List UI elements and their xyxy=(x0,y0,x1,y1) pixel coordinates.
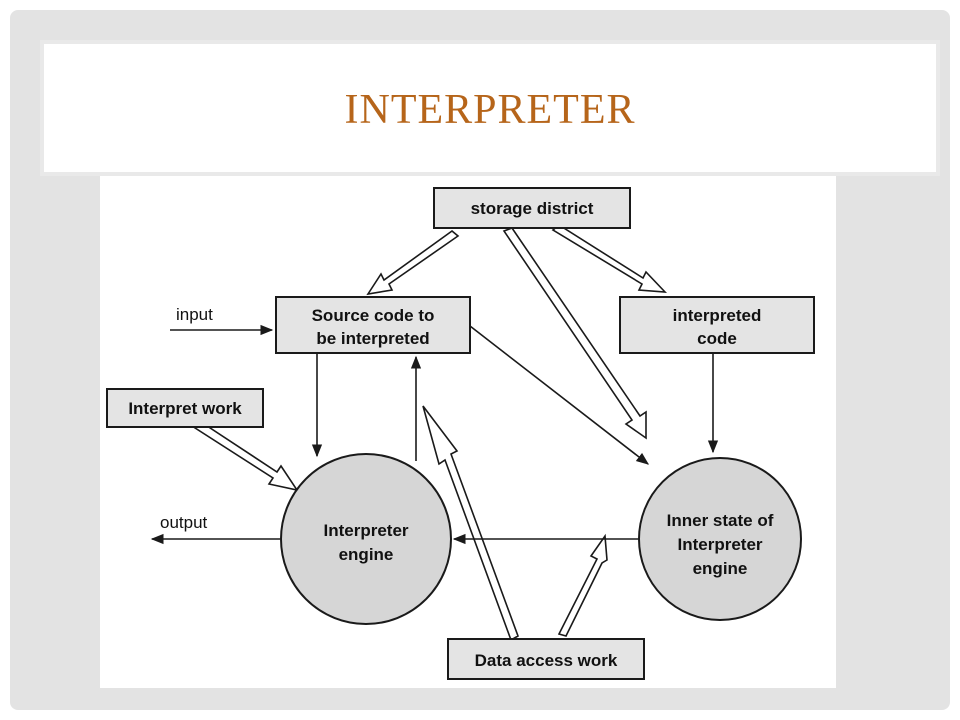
arrow-data-access-to-link xyxy=(557,533,608,637)
interpreted-code-label-line1: interpreted xyxy=(673,306,762,325)
slide-title: INTERPRETER xyxy=(344,87,636,133)
data-access-work-label: Data access work xyxy=(475,651,618,670)
output-label: output xyxy=(160,513,208,532)
node-source-code: Source code to be interpreted xyxy=(275,296,471,354)
inner-state-label-line3: engine xyxy=(693,559,748,578)
arrow-storage-to-source xyxy=(366,229,460,296)
arrow-data-access-to-source xyxy=(422,405,519,642)
arrow-storage-to-interpreted-code xyxy=(551,224,668,293)
input-label: input xyxy=(176,305,213,324)
node-interpreted-code: interpreted code xyxy=(619,296,815,354)
source-code-label-line2: be interpreted xyxy=(316,329,429,348)
interpreter-diagram: storage district Source code to be inter… xyxy=(100,176,836,688)
node-inner-state: Inner state of Interpreter engine xyxy=(638,457,802,621)
diagram-svg: storage district Source code to be inter… xyxy=(106,187,815,680)
node-storage-district: storage district xyxy=(433,187,631,229)
source-code-label-line1: Source code to xyxy=(312,306,435,325)
node-data-access-work: Data access work xyxy=(447,638,645,680)
inner-state-label-line1: Inner state of xyxy=(667,511,774,530)
interpreter-engine-label-line2: engine xyxy=(339,545,394,564)
interpreted-code-label-line2: code xyxy=(697,329,737,348)
node-interpret-work: Interpret work xyxy=(106,388,264,428)
node-interpreter-engine: Interpreter engine xyxy=(280,453,452,625)
interpret-work-label: Interpret work xyxy=(128,399,242,418)
inner-state-label-line2: Interpreter xyxy=(677,535,762,554)
interpreter-engine-label-line1: Interpreter xyxy=(323,521,408,540)
arrow-interpret-work-to-engine xyxy=(190,418,299,492)
storage-district-label: storage district xyxy=(471,199,594,218)
arrow-source-to-inner-state xyxy=(469,325,650,465)
title-box: INTERPRETER xyxy=(40,40,940,176)
arrow-storage-to-inner-state xyxy=(502,227,647,440)
slide-frame: INTERPRETER xyxy=(10,10,950,710)
